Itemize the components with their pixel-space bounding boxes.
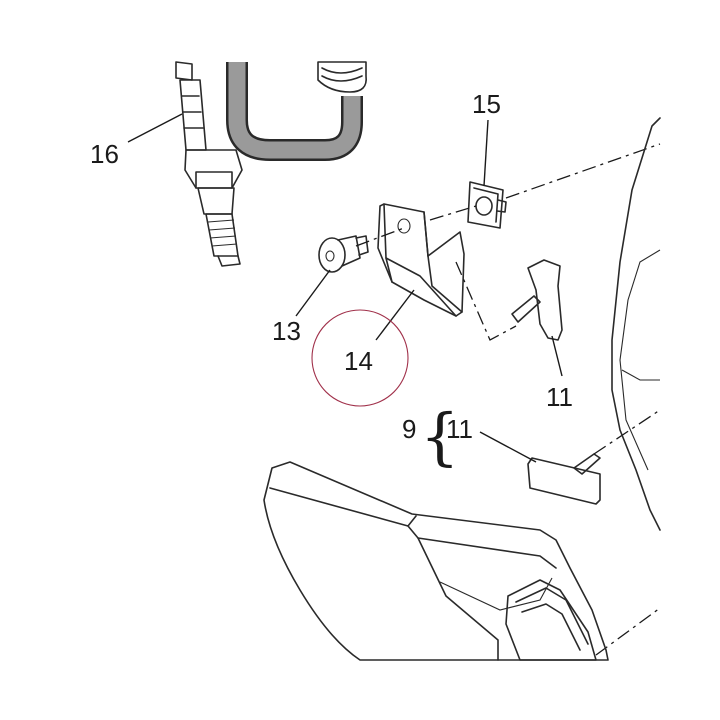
leader-lines — [127, 113, 563, 463]
callout-13: 13 — [272, 316, 301, 346]
callout-11-upper: 11 — [546, 382, 573, 412]
frame-panel — [611, 117, 661, 531]
callout-16: 16 — [90, 139, 119, 169]
clip-nut — [467, 181, 507, 229]
spark-plug — [175, 61, 243, 267]
callout-15: 15 — [472, 89, 501, 119]
rubber-stopper-lower — [527, 453, 601, 505]
leader-16 — [127, 113, 183, 143]
callout-11-lower: 11 — [446, 414, 473, 444]
hose-pipe — [226, 61, 367, 161]
bracket — [377, 203, 465, 317]
tank-body — [263, 461, 609, 661]
leader-13 — [295, 269, 331, 317]
leader-11-upper — [551, 335, 563, 377]
rubber-stopper-upper — [511, 259, 563, 341]
callout-14: 14 — [344, 346, 373, 376]
leader-14 — [375, 289, 415, 341]
screw — [318, 235, 369, 273]
leader-11-lower — [479, 431, 537, 463]
brace-symbol: { — [420, 400, 459, 473]
highlight-circle — [311, 309, 409, 407]
assembly-lines — [355, 143, 661, 656]
leader-15 — [483, 119, 489, 187]
callout-9: 9 — [402, 414, 416, 444]
